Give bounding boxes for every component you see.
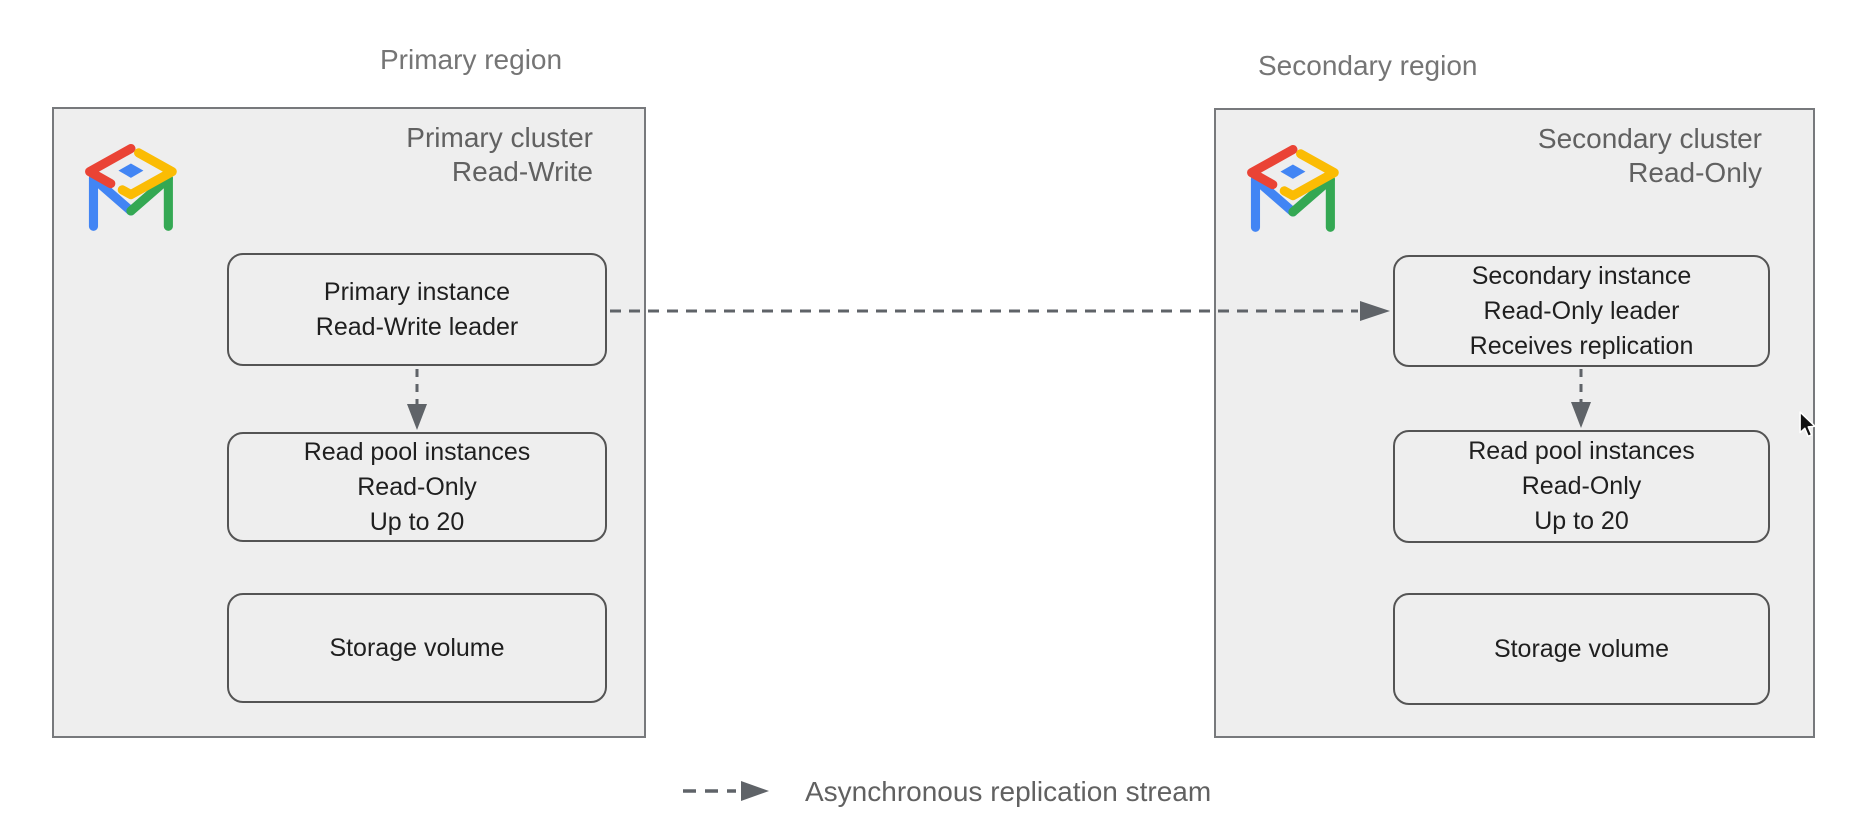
primary-read-pool-line3: Up to 20 xyxy=(369,507,465,536)
secondary-read-pool-box: Read pool instances Read-Only Up to 20 xyxy=(1393,430,1770,543)
secondary-region-label: Secondary region xyxy=(1258,50,1478,81)
primary-storage-volume-box: Storage volume xyxy=(227,593,607,703)
primary-storage-volume-label: Storage volume xyxy=(329,633,505,662)
legend-dashed-arrow xyxy=(683,781,769,801)
primary-cluster-title: Primary cluster Read-Write xyxy=(406,121,593,189)
secondary-storage-volume-label: Storage volume xyxy=(1493,634,1670,663)
primary-instance-line1: Primary instance xyxy=(323,277,511,306)
alloydb-logo-icon xyxy=(1247,145,1339,232)
secondary-instance-line1: Secondary instance xyxy=(1471,261,1692,290)
secondary-cluster: Secondary cluster Read-Only Secondary in… xyxy=(1214,108,1815,738)
legend-label: Asynchronous replication stream xyxy=(805,776,1212,807)
primary-read-pool-line2: Read-Only xyxy=(357,472,477,501)
arrowhead-icon xyxy=(741,781,769,801)
primary-read-pool-box: Read pool instances Read-Only Up to 20 xyxy=(227,432,607,542)
mouse-cursor-icon xyxy=(1799,411,1816,438)
alloydb-logo-icon xyxy=(85,144,177,231)
secondary-instance-line3: Receives replication xyxy=(1469,331,1694,360)
secondary-cluster-title-line2: Read-Only xyxy=(1628,157,1762,188)
secondary-read-pool-line3: Up to 20 xyxy=(1534,507,1629,535)
secondary-cluster-title-line1: Secondary cluster xyxy=(1537,123,1762,154)
primary-cluster-title-line1: Primary cluster xyxy=(406,122,593,153)
primary-region-label: Primary region xyxy=(380,44,563,75)
secondary-storage-volume-box: Storage volume xyxy=(1393,593,1770,705)
secondary-read-pool-line2: Read-Only xyxy=(1521,472,1642,500)
primary-instance-box: Primary instance Read-Write leader xyxy=(227,253,607,366)
primary-cluster-title-line2: Read-Write xyxy=(451,156,593,187)
primary-instance-line2: Read-Write leader xyxy=(315,312,519,341)
secondary-read-pool-line1: Read pool instances xyxy=(1468,437,1695,465)
secondary-instance-box: Secondary instance Read-Only leader Rece… xyxy=(1393,255,1770,367)
secondary-instance-line2: Read-Only leader xyxy=(1483,296,1680,325)
primary-read-pool-line1: Read pool instances xyxy=(303,437,531,466)
secondary-cluster-title: Secondary cluster Read-Only xyxy=(1538,122,1762,190)
primary-cluster: Primary cluster Read-Write Primary insta… xyxy=(52,107,646,738)
